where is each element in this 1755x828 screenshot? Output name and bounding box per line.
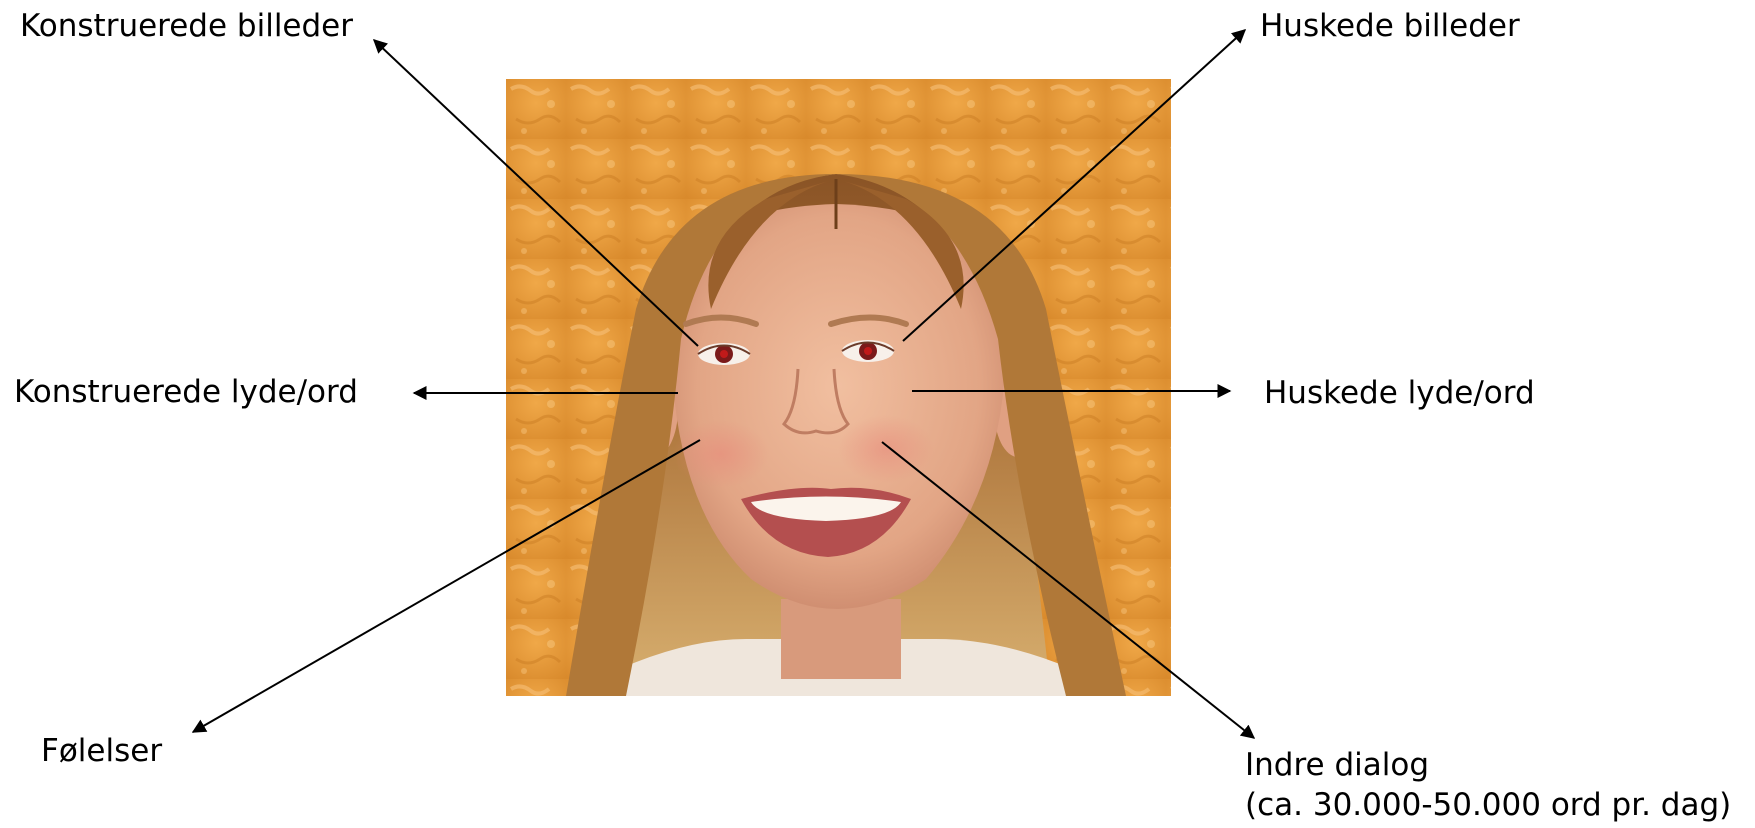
label-feelings: Følelser [41, 732, 162, 770]
label-constructed-sounds: Konstruerede lyde/ord [14, 373, 358, 411]
label-constructed-images: Konstruerede billeder [20, 7, 353, 45]
label-inner-dialog: Indre dialog [1245, 746, 1429, 784]
portrait-photo [506, 79, 1171, 696]
label-inner-dialog-note: (ca. 30.000-50.000 ord pr. dag) [1245, 786, 1731, 824]
label-remembered-sounds: Huskede lyde/ord [1264, 374, 1535, 412]
label-remembered-images: Huskede billeder [1260, 7, 1520, 45]
